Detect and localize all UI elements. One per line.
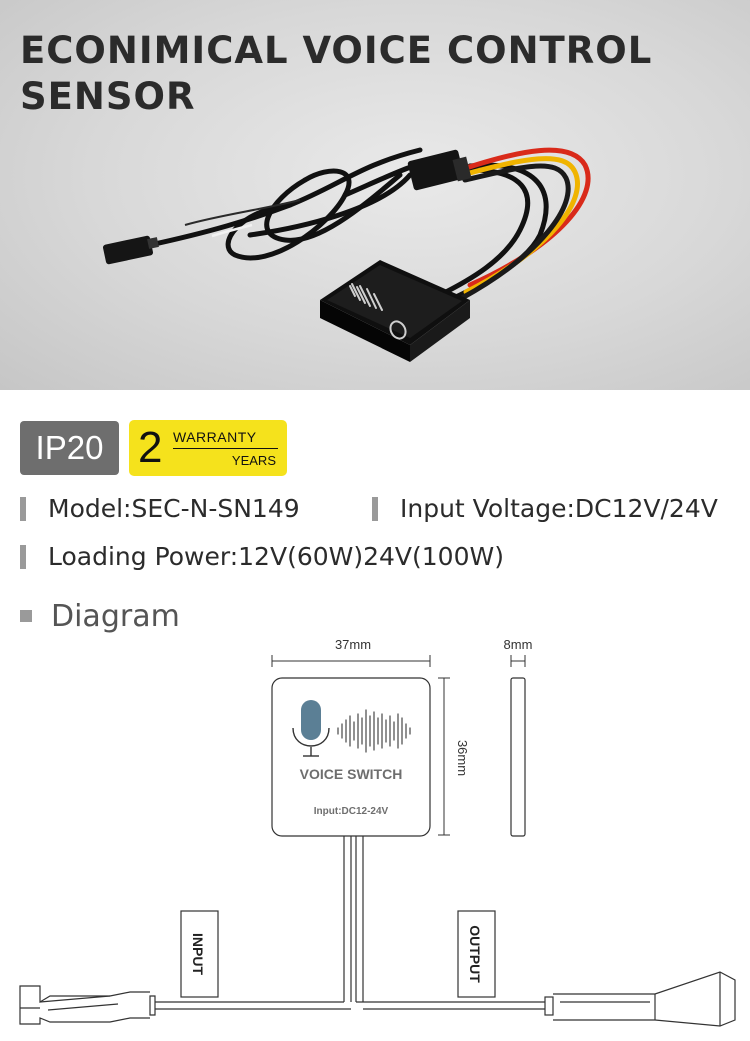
microphone-icon (292, 700, 330, 757)
depth-label: 8mm (504, 637, 533, 652)
output-tag (457, 910, 496, 998)
width-label: 37mm (335, 637, 371, 652)
warranty-badge: 2 WARRANTY YEARS (129, 420, 287, 476)
input-connector-photo (103, 235, 159, 265)
height-label: 36mm (455, 740, 470, 776)
input-tag (180, 910, 219, 998)
warranty-label: WARRANTY (173, 429, 257, 445)
dimension-diagram: 37mm 8mm 36mm VOICE SWITCH Input:DC12-24… (19, 637, 736, 1027)
ip-rating-badge: IP20 (20, 421, 119, 475)
module-label: VOICE SWITCH (300, 766, 403, 782)
voice-switch-module-photo (320, 260, 470, 362)
spec-bullet (20, 497, 26, 521)
output-connector-drawing (544, 971, 736, 1027)
product-photo (103, 147, 591, 362)
cable-outline (155, 836, 545, 1010)
hero-title-line-2: SENSOR (20, 75, 196, 118)
heading-bullet (20, 610, 32, 622)
spec-model-text: Model:SEC-N-SN149 (48, 494, 300, 523)
output-tag-label: OUTPUT (467, 925, 483, 983)
soundwave-icon (337, 709, 411, 753)
hero-title-line-1: ECONIMICAL VOICE CONTROL (20, 29, 653, 72)
module-side-view (510, 677, 526, 837)
input-tag-label: INPUT (190, 933, 206, 975)
spec-bullet (20, 545, 26, 569)
warranty-years-number: 2 (138, 423, 163, 472)
spec-loading-power-text: Loading Power:12V(60W)24V(100W) (48, 542, 504, 571)
spec-bullet (372, 497, 378, 521)
hero-image: ECONIMICAL VOICE CONTROL SENSOR (0, 0, 750, 390)
hero-title: ECONIMICAL VOICE CONTROL SENSOR (20, 28, 652, 120)
warranty-divider (173, 448, 278, 449)
module-input-label: Input:DC12-24V (314, 806, 389, 817)
warranty-years-label: YEARS (231, 453, 276, 468)
diagram-heading-text: Diagram (51, 599, 180, 634)
input-connector-drawing (19, 985, 156, 1025)
spec-input-voltage-text: Input Voltage:DC12V/24V (400, 494, 718, 523)
